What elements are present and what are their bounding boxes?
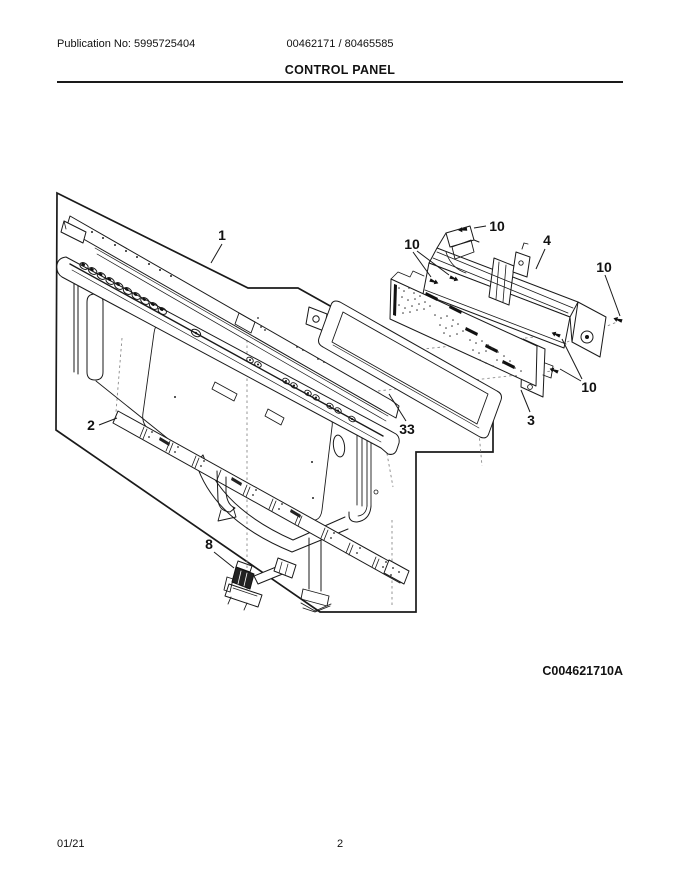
callout-1: 1 — [218, 227, 226, 243]
screw-icon — [549, 367, 559, 374]
callout-10-bottom: 10 — [581, 379, 597, 395]
callout-10-top: 10 — [489, 218, 505, 234]
screw-icon — [449, 275, 459, 282]
publication-number: Publication No: 5995725404 — [57, 38, 196, 50]
board-pads — [425, 292, 515, 369]
button-holes — [79, 262, 167, 315]
page-number: 2 — [336, 838, 344, 850]
rail-rivet-dots — [91, 231, 325, 363]
callout-3: 3 — [527, 412, 535, 428]
model-numbers: 00462171 / 80465585 — [286, 38, 394, 50]
figure-boundary — [55, 191, 494, 613]
screw-icon — [551, 331, 561, 338]
part-connector — [223, 557, 297, 611]
callout-33: 33 — [399, 421, 415, 437]
callout-4: 4 — [543, 232, 551, 248]
revision-date: 01/21 — [57, 838, 85, 850]
callout-10-right: 10 — [596, 259, 612, 275]
title-rule — [57, 81, 623, 83]
part-control-panel — [56, 215, 400, 553]
callout-8: 8 — [205, 536, 213, 552]
part-circuit-board — [389, 270, 554, 398]
board-solder-dots — [398, 287, 522, 377]
part-housing — [422, 225, 607, 358]
screw-icon — [429, 278, 439, 285]
part-window-frame — [305, 300, 502, 439]
section-title: CONTROL PANEL — [284, 63, 396, 77]
callout-10-left: 10 — [404, 236, 420, 252]
callout-2: 2 — [87, 417, 95, 433]
fascia-clusters — [246, 356, 356, 423]
part-membrane-strip — [112, 410, 410, 613]
screw-icon — [458, 227, 468, 233]
screw-icon — [613, 316, 623, 323]
callout-leaders — [98, 225, 621, 569]
diagram-reference-code: C004621710A — [542, 664, 623, 678]
screws — [429, 227, 623, 374]
